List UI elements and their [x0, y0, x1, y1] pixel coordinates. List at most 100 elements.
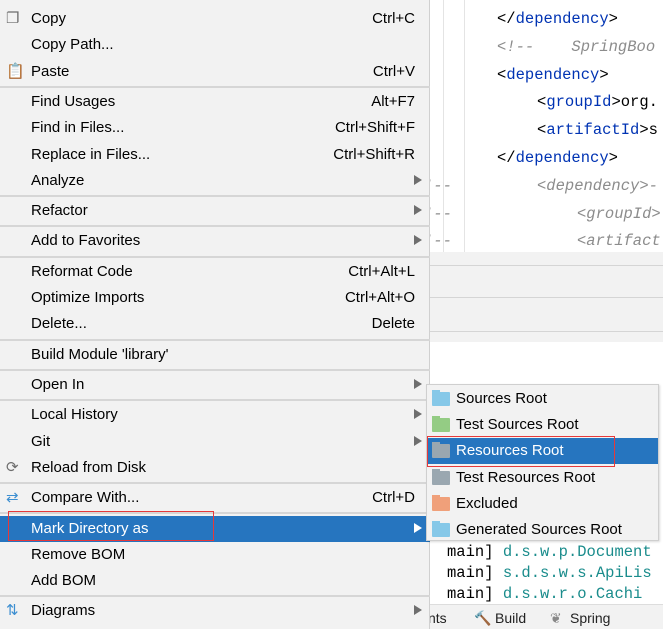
menu-separator: [0, 399, 430, 402]
tool-tab-spring[interactable]: Spring: [570, 610, 611, 626]
menu-item-shortcut: Ctrl+Shift+F: [334, 119, 415, 137]
submenu-item-label: Sources Root: [456, 390, 547, 407]
menu-item-delete[interactable]: Delete... Delete: [0, 311, 430, 337]
menu-separator: [0, 225, 430, 228]
console-line: main] d.s.w.p.Document: [447, 543, 652, 561]
sources-root-folder-icon: [432, 390, 450, 406]
menu-item-reload-from-disk[interactable]: ⟳ Reload from Disk: [0, 455, 430, 481]
chevron-right-icon: [414, 378, 422, 389]
console-thread: main]: [447, 585, 494, 603]
submenu-item-label: Test Resources Root: [456, 468, 596, 486]
menu-item-remove-bom[interactable]: Remove BOM: [0, 542, 430, 568]
code-line: </dependency>: [497, 149, 618, 167]
tool-tab-events[interactable]: nts: [428, 610, 447, 626]
code-token: <artifact: [577, 232, 661, 251]
submenu-item-label: Test Sources Root: [456, 416, 579, 434]
chevron-right-icon: [414, 174, 422, 185]
submenu-item-test-resources-root[interactable]: Test Resources Root: [427, 465, 658, 491]
resources-root-folder-icon: [432, 442, 450, 459]
menu-item-local-history[interactable]: Local History: [0, 402, 430, 428]
menu-item-open-in[interactable]: Open In: [0, 372, 430, 398]
menu-item-label: Open In: [31, 375, 85, 393]
code-token: <!-- SpringBoo: [497, 37, 656, 56]
code-token: <: [497, 65, 507, 84]
menu-item-label: Reload from Disk: [31, 458, 147, 476]
divider: [430, 265, 663, 266]
tool-tab-build[interactable]: Build: [495, 610, 527, 626]
menu-item-compare-with[interactable]: ⇄Compare With...Ctrl+D: [0, 485, 430, 511]
reload-icon: ⟳: [6, 458, 19, 476]
submenu-item-resources-root[interactable]: Resources Root: [427, 438, 658, 465]
menu-item-label: Local History: [31, 406, 118, 424]
menu-item-label: Analyze: [31, 171, 85, 189]
highlight-box: [8, 511, 214, 541]
console-logger: d.s.w.p.Document: [502, 543, 652, 561]
menu-item-analyze[interactable]: Analyze: [0, 168, 430, 194]
gutter-line: [443, 0, 444, 252]
test-resources-root-folder-icon: [432, 468, 450, 485]
code-line: <dependency>: [497, 66, 609, 84]
code-token: dependency: [515, 10, 609, 28]
code-token: <: [537, 93, 547, 112]
console-line: main] s.d.s.w.s.ApiLis: [447, 564, 652, 582]
test-sources-root-folder-icon: [432, 416, 450, 433]
code-line: <groupId>org.: [537, 93, 658, 111]
console-thread: main]: [447, 543, 494, 561]
menu-item-shortcut: Alt+F7: [371, 92, 415, 110]
menu-item-shortcut: Ctrl+V: [372, 62, 415, 80]
code-editor[interactable]: </dependency><!-- SpringBoo<dependency><…: [430, 0, 663, 252]
submenu-item-label: Resources Root: [456, 442, 564, 460]
menu-item-add-bom[interactable]: Add BOM: [0, 568, 430, 594]
paste-icon: 📋: [6, 62, 25, 80]
menu-item-mark-directory-as[interactable]: Mark Directory as: [0, 516, 430, 543]
menu-item-label: Add to Favorites: [31, 232, 141, 250]
menu-item-copy-path[interactable]: Copy Path...: [0, 32, 430, 58]
menu-separator: [0, 195, 430, 198]
code-line: <dependency>-: [537, 177, 658, 195]
submenu-item-sources-root[interactable]: Sources Root: [427, 386, 658, 412]
chevron-right-icon: [414, 605, 422, 616]
submenu-item-generated-sources-root[interactable]: Generated Sources Root: [427, 517, 658, 543]
code-token: artifactId: [546, 121, 640, 140]
menu-item-replace-in-files[interactable]: Replace in Files...Ctrl+Shift+R: [0, 142, 430, 168]
menu-item-diagrams[interactable]: ⇅Diagrams: [0, 598, 430, 624]
code-line: <artifactId>s: [537, 121, 658, 139]
menu-separator: [0, 255, 430, 258]
code-token: dependency: [515, 149, 609, 167]
chevron-right-icon: [414, 409, 422, 420]
menu-separator: [0, 595, 430, 598]
menu-item-git[interactable]: Git: [0, 429, 430, 455]
menu-item-shortcut: Ctrl+C: [372, 10, 415, 27]
menu-item-find-in-files[interactable]: Find in Files...Ctrl+Shift+F: [0, 115, 430, 141]
menu-item-label: Diagrams: [31, 602, 96, 620]
code-line: <groupId>: [577, 205, 661, 223]
menu-item-label: Refactor: [31, 202, 88, 220]
chevron-right-icon: [414, 523, 422, 534]
menu-item-build-module-library[interactable]: Build Module 'library': [0, 342, 430, 368]
spring-icon: ❦: [550, 610, 562, 626]
comment-marker: !--: [430, 176, 452, 195]
highlight-box: [427, 436, 615, 467]
menu-item-label: Remove BOM: [31, 545, 126, 563]
menu-separator: [0, 368, 430, 371]
chevron-right-icon: [414, 435, 422, 446]
menu-item-label: Delete...: [31, 315, 87, 333]
tool-window-bar: nts 🔨 Build ❦ Spring: [428, 604, 663, 629]
submenu-item-test-sources-root[interactable]: Test Sources Root: [427, 412, 658, 438]
code-token: </: [497, 149, 516, 167]
menu-item-label: Copy: [31, 10, 67, 27]
code-line: <!-- SpringBoo: [497, 38, 655, 56]
menu-item-add-to-favorites[interactable]: Add to Favorites: [0, 228, 430, 254]
menu-item-label: Reformat Code: [31, 262, 133, 280]
submenu-item-excluded[interactable]: Excluded: [427, 491, 658, 517]
gutter-line: [464, 0, 465, 252]
menu-item-refactor[interactable]: Refactor: [0, 198, 430, 224]
menu-item-shortcut: Delete: [371, 315, 415, 333]
chevron-right-icon: [414, 205, 422, 216]
